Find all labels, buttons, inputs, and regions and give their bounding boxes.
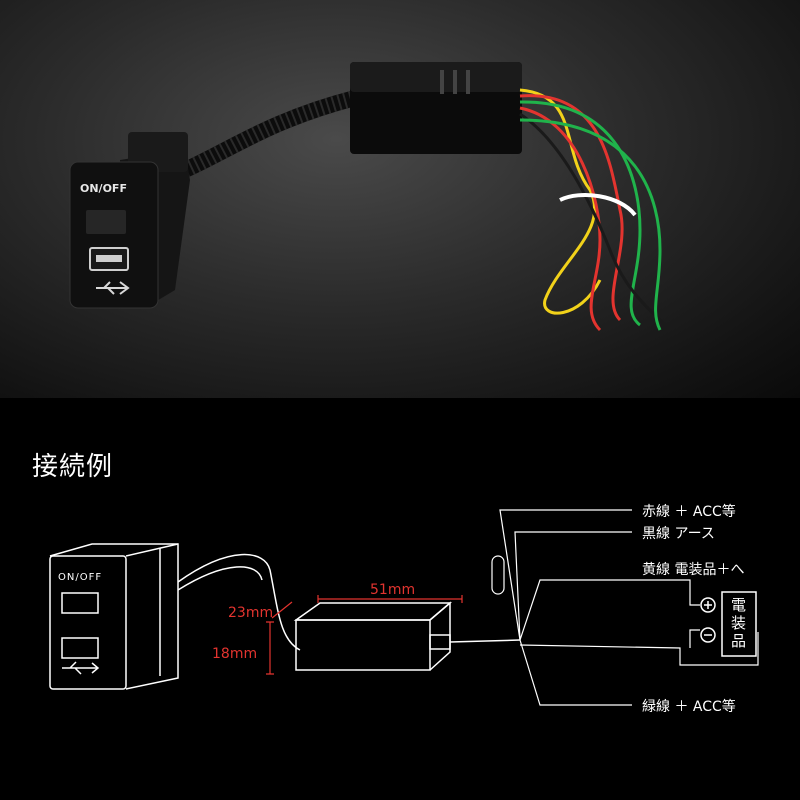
switch-line-art bbox=[49, 543, 301, 690]
product-photo: ON/OFF bbox=[0, 0, 800, 398]
diagram-title: 接続例 bbox=[32, 452, 114, 482]
wire-bundle bbox=[519, 88, 667, 332]
product-illustration: ON/OFF bbox=[69, 62, 667, 332]
wire-lines bbox=[491, 509, 759, 706]
dimension-height-label: 18mm bbox=[212, 646, 258, 662]
wire-label-black: 黒線 アース bbox=[642, 526, 715, 542]
dimension-width-label: 51mm bbox=[370, 582, 416, 598]
corrugated-cable bbox=[177, 90, 363, 178]
switch-unit bbox=[69, 132, 190, 309]
switch-onoff-label: ON/OFF bbox=[80, 182, 127, 195]
electrical-device-box bbox=[700, 591, 757, 657]
device-label: 電装品 bbox=[731, 596, 747, 650]
control-box-line-art bbox=[293, 601, 521, 671]
wire-label-yellow: 黄線 電装品＋へ bbox=[642, 562, 745, 578]
dimension-depth-label: 23mm bbox=[228, 605, 274, 621]
wire-label-green: 緑線 ＋ ACC等 bbox=[642, 699, 736, 715]
switch-onoff-diagram-label: ON/OFF bbox=[58, 572, 103, 583]
wire-label-red: 赤線 ＋ ACC等 bbox=[642, 504, 736, 520]
control-box bbox=[350, 62, 522, 154]
dimension-lines bbox=[266, 595, 463, 675]
